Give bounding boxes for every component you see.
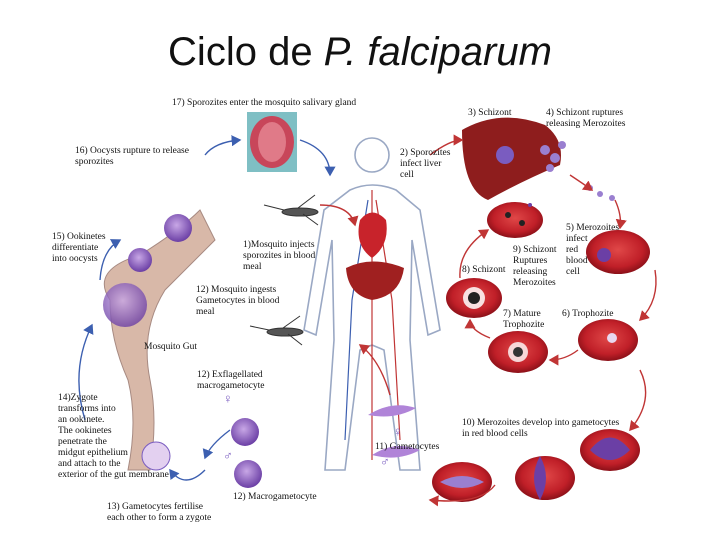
step-7-label: 7) Mature Trophozite — [503, 309, 545, 330]
step-12c-label: 12) Macrogametocyte — [233, 492, 317, 502]
rbc-rupturing-schizont — [487, 202, 543, 238]
step-17-label: 17) Sporozites enter the mosquito saliva… — [172, 98, 357, 108]
step-13-label: 13) Gametocytes fertilise each other to … — [107, 502, 212, 523]
step-4-label: 4) Schizont ruptures releasing Merozoite… — [546, 108, 626, 129]
title-species: P. falciparum — [323, 30, 552, 74]
step-2-label: 2) Sporozites infect liver cell — [400, 148, 451, 180]
human-body-figure — [303, 137, 441, 471]
macrogametocyte-cell-2 — [234, 460, 262, 488]
male-symbol-1: ♂ — [223, 448, 233, 463]
step-1-label: 1)Mosquito injects sporozites in blood m… — [243, 240, 316, 272]
female-symbol-1: ♀ — [223, 391, 233, 406]
step-16-label: 16) Oocysts rupture to release sporozite… — [75, 146, 189, 167]
mosquito-gut-label: Mosquito Gut — [144, 342, 198, 352]
step-9-label: 9) Schizont Ruptures releasing Merozoite… — [513, 245, 557, 288]
step-11-label: 11) Gametocytes — [375, 442, 440, 452]
step-15-label: 15) Ookinetes differentiate into oocysts — [52, 232, 106, 264]
page-title: Ciclo de P. falciparum — [0, 30, 720, 75]
mosquito-gut-image — [103, 209, 216, 471]
rbc-infected — [586, 230, 650, 274]
human-cycle-arrows — [319, 134, 657, 507]
heart-shape — [358, 212, 387, 258]
salivary-gland-image — [247, 112, 297, 172]
mosquito-upper — [263, 194, 319, 226]
female-symbol-2: ♀ — [393, 424, 403, 439]
step-14-label: 14)Zygote transforms into an ookinete. T… — [58, 393, 169, 480]
step-5-label: 5) Merozoites infect red blood cell — [566, 223, 620, 277]
step-8-label: 8) Schizont — [462, 265, 506, 275]
title-main: Ciclo de — [168, 30, 324, 74]
rbc-gametocyte-2 — [515, 456, 575, 500]
body-liver-shape — [346, 261, 404, 300]
macrogametocyte-cell-1 — [231, 418, 259, 446]
liver-image — [462, 117, 561, 200]
mosquito-lower — [249, 315, 304, 346]
rbc-gametocyte-1 — [580, 429, 640, 471]
rbc-schizont — [446, 278, 502, 318]
crescent-gametocytes — [368, 405, 420, 458]
step-3-label: 3) Schizont — [468, 108, 512, 118]
rbc-trophozoite — [578, 319, 638, 361]
step-6-label: 6) Trophozite — [562, 309, 614, 319]
male-symbol-2: ♂ — [380, 454, 390, 469]
rbc-mature-trophozoite — [488, 331, 548, 373]
step-12a-label: 12) Mosquito ingests Gametocytes in bloo… — [196, 285, 280, 317]
zygote-cell — [141, 441, 171, 471]
step-12b-label: 12) Exflagellated macrogametocyte — [197, 370, 265, 391]
rbc-gametocyte-3 — [432, 462, 492, 502]
mosquito-cycle-arrows — [78, 135, 336, 481]
step-10-label: 10) Merozoites develop into gametocytes … — [462, 418, 620, 439]
